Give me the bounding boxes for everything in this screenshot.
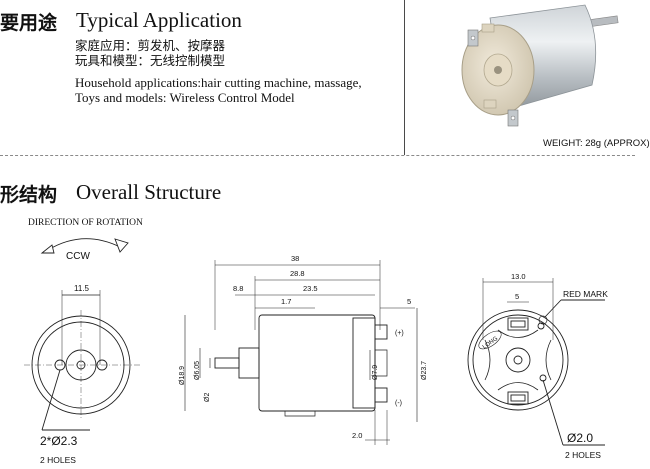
right-view-drawing: 13.0 5 RED MARK LONG Ø2.0 2 HOLES [467,272,608,460]
left-dim-11-5: 11.5 [74,284,90,293]
typical-heading-zh: 要用途 [0,12,58,34]
left-holes-label: 2 HOLES [40,455,76,465]
dim-13: 13.0 [511,272,526,281]
dim-6-05: Ø6.05 [194,361,201,380]
dim-8-8: 8.8 [233,284,243,293]
dim-1-7: 1.7 [281,297,291,306]
dim-23-7: Ø23.7 [421,361,428,380]
dim-7-9: Ø7.9 [372,365,379,380]
section-divider [0,155,635,156]
red-mark-label: RED MARK [563,289,608,299]
dim-18-9: Ø18.9 [179,366,186,385]
dim-2: Ø2 [204,393,211,402]
typical-line1-zh: 家庭应用：剪发机、按摩器 [75,38,226,53]
plus-label: (+) [395,330,404,337]
dim-2-0: 2.0 [352,431,362,440]
typical-line1-en: Household applications:hair cutting mach… [75,75,362,90]
left-view-drawing: CCW 11.5 2*Ø2.3 2 HOLES [24,238,140,465]
minus-label: (-) [395,400,402,407]
ccw-label: CCW [66,251,90,262]
structure-heading-zh: 形结构 [0,184,58,206]
typical-heading-en: Typical Application [76,8,242,32]
dim-23-5: 23.5 [303,284,318,293]
vertical-divider [404,0,405,155]
typical-line2-zh: 玩具和模型：无线控制模型 [75,53,226,68]
side-view-drawing: 38 28.8 8.8 23.5 1.7 5 (+) (-) Ø18.9 Ø6.… [179,254,428,445]
right-dim-5: 5 [515,292,519,301]
structure-heading-en: Overall Structure [76,180,222,204]
motor-photo [461,4,619,127]
direction-of-rotation-label: DIRECTION OF ROTATION [28,218,143,228]
typical-line2-en: Toys and models: Wireless Control Model [75,90,295,105]
dim-28-8: 28.8 [290,269,305,278]
dim-38: 38 [291,254,299,263]
long-label: LONG [482,336,500,351]
dim-5: 5 [407,297,411,306]
weight-label: WEIGHT: 28g (APPROX) [543,138,650,149]
right-hole-label: Ø2.0 [567,431,593,445]
rotation-arrow-icon [40,238,129,254]
left-hole-label: 2*Ø2.3 [40,434,78,448]
right-holes-label: 2 HOLES [565,450,601,460]
